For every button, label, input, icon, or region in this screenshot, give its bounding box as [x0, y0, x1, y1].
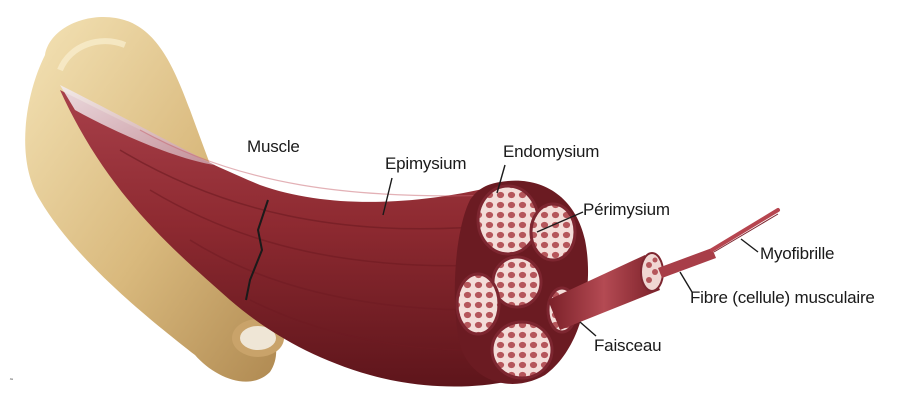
corner-mark: ˜ [9, 377, 14, 387]
label-fibre: Fibre (cellule) musculaire [690, 288, 875, 308]
label-epimysium: Epimysium [385, 154, 466, 174]
label-perimysium: Périmysium [583, 200, 670, 220]
leader-myofibrille [741, 239, 758, 252]
label-faisceau: Faisceau [594, 336, 661, 356]
leader-faisceau [580, 322, 596, 336]
label-muscle: Muscle [247, 137, 300, 157]
label-endomysium: Endomysium [503, 142, 599, 162]
cross-section [455, 181, 588, 384]
label-myofibrille: Myofibrille [760, 244, 834, 264]
